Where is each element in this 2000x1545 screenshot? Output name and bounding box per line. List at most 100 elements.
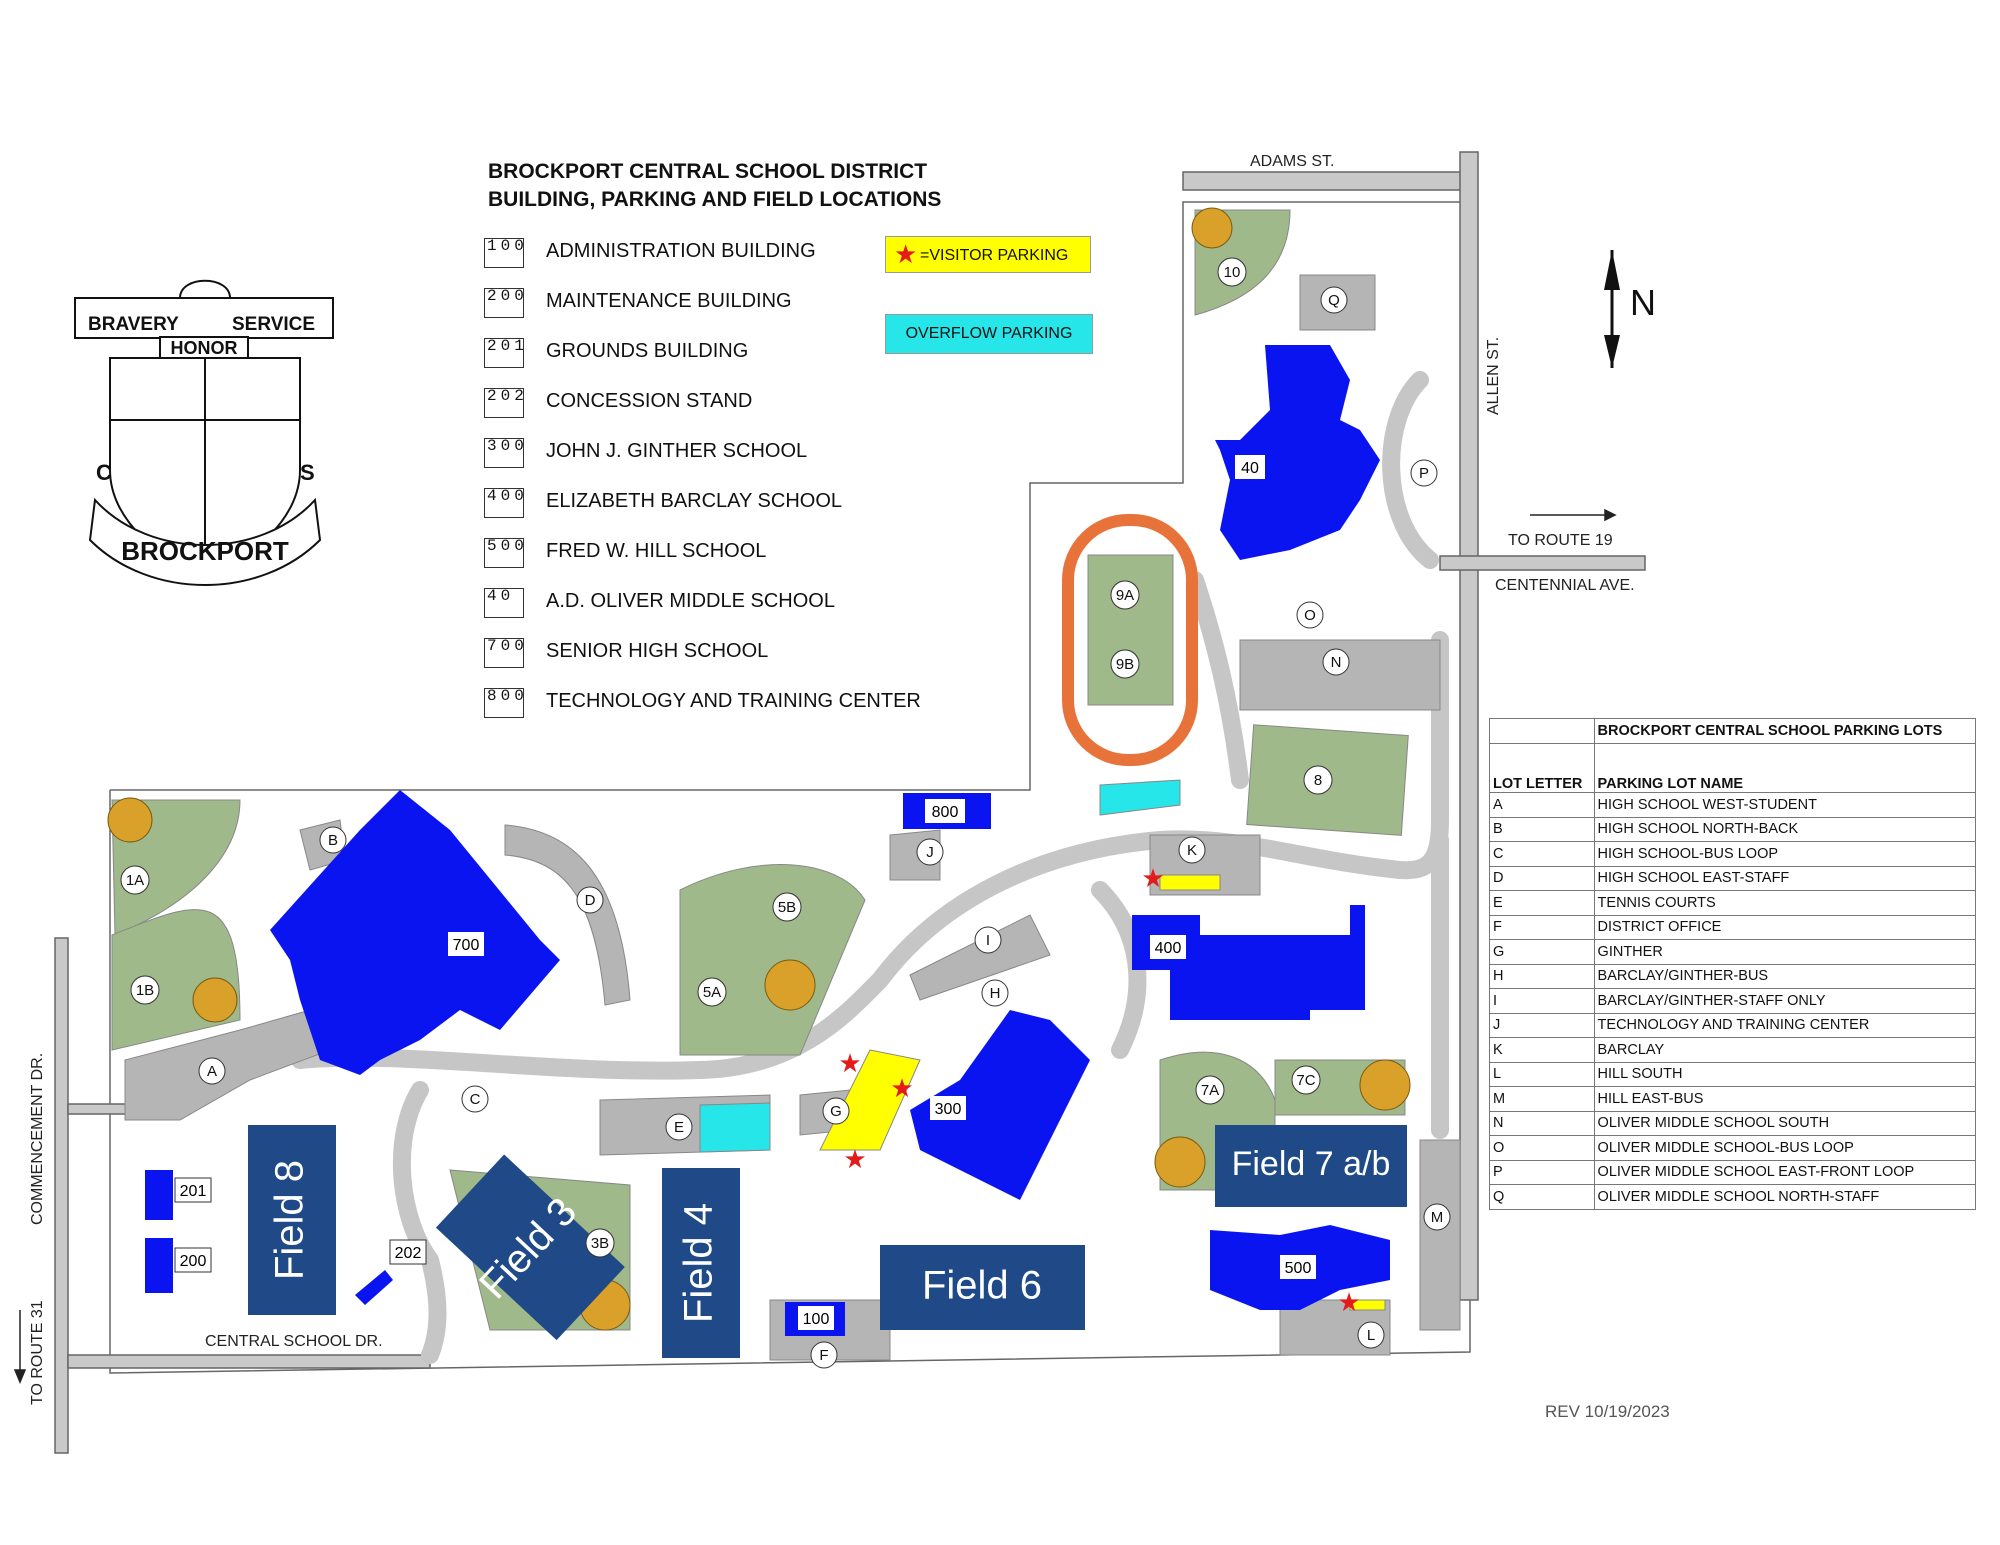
visitor-star-icon: ★ [894,239,918,269]
svg-text:H: H [990,985,1001,1002]
svg-text:M: M [1431,1209,1444,1226]
legend-code-box: 700 [484,637,524,668]
visitor-stars: ★ ★ ★ ★ ★ [838,863,1360,1317]
circle-9a: 9A [1110,580,1140,610]
visitor-parking-key: ★ =VISITOR PARKING [885,236,1091,273]
building-201 [145,1170,173,1220]
legend-code-box: 201 [484,337,524,368]
lot-letter-cell: G [1489,939,1595,965]
svg-text:400: 400 [1155,940,1182,957]
field-boxes [248,1125,1407,1358]
field-4-label: Field 4 [677,1203,721,1323]
svg-text:800: 800 [932,804,959,821]
infield-10 [1191,207,1233,249]
visitor-star-k: ★ [1141,863,1164,893]
lot-name-cell: DISTRICT OFFICE [1593,914,1977,940]
lot-name-cell: OLIVER MIDDLE SCHOOL SOUTH [1593,1110,1977,1136]
visitor-parking-label: =VISITOR PARKING [920,247,1069,264]
lot-circle-e: E [665,1113,693,1141]
lot-name-cell: HIGH SCHOOL EAST-STAFF [1593,865,1977,891]
legend-code-box: 100 [484,237,524,268]
lot-letter-cell: M [1489,1086,1595,1112]
field-3-box [435,1154,625,1341]
lot-letter-cell: Q [1489,1184,1595,1210]
legend-code: 800 [487,687,528,705]
lot-circle-o: O [1296,601,1324,629]
lot-m [1419,1139,1461,1331]
svg-text:10: 10 [1224,264,1241,281]
svg-text:Q: Q [1328,292,1340,309]
lot-circle-a: A [198,1057,226,1085]
building-40 [1215,345,1380,560]
svg-text:9A: 9A [1116,587,1134,604]
overflow-parking-key: OVERFLOW PARKING [885,314,1093,354]
crest-ribbon [88,497,322,586]
commencement-drive [54,937,69,1454]
svg-text:G: G [830,1103,842,1120]
legend-label: JOHN J. GINTHER SCHOOL [546,440,808,462]
legend-code: 202 [487,387,528,405]
legend-code: 500 [487,537,528,555]
legend-code: 300 [487,437,528,455]
lot-letter-cell: F [1489,914,1595,940]
svg-text:I: I [986,932,990,949]
lot-circle-p: P [1410,459,1438,487]
centennial-avenue [1439,555,1646,571]
legend-code: 200 [487,287,528,305]
commencement-label: COMMENCEMENT DR. [29,1053,46,1225]
svg-text:200: 200 [180,1253,207,1270]
revision-date: REV 10/19/2023 [1545,1402,1670,1421]
svg-text:C: C [470,1091,481,1108]
svg-text:7C: 7C [1296,1072,1315,1089]
visitor-star-g1: ★ [838,1048,861,1078]
svg-text:3B: 3B [591,1235,609,1252]
tag-800: 800 [925,799,965,823]
field-8-label: Field 8 [268,1160,312,1280]
lot-circle-l: L [1357,1321,1385,1349]
legend-code-box: 500 [484,537,524,568]
route31-arrow-head [13,1369,27,1384]
lot-name-cell: HIGH SCHOOL NORTH-BACK [1593,816,1977,842]
tag-40: 40 [1235,455,1265,479]
tag-400: 400 [1150,935,1186,959]
lot-circle-m: M [1423,1203,1451,1231]
lot-name-cell: HILL SOUTH [1593,1061,1977,1087]
circle-7a: 7A [1195,1075,1225,1105]
building-tags: 700 800 400 300 500 40 100 200 201 202 [174,455,1316,1330]
circle-8: 8 [1303,765,1333,795]
lot-d [504,824,631,1006]
lot-letter-cell: J [1489,1012,1595,1038]
visitor-star-l: ★ [1337,1287,1360,1317]
north-label: N [1630,282,1656,323]
field-6-label: Field 6 [922,1264,1042,1308]
allen-street-label: ALLEN ST. [1485,337,1502,415]
building-202 [355,1270,393,1305]
tag-200: 200 [174,1247,212,1273]
lot-a [124,1009,331,1121]
lot-circle-n: N [1322,648,1350,676]
legend-code-box: 800 [484,687,524,718]
adams-street-label: ADAMS ST. [1250,153,1334,170]
col-lot-letter: LOT LETTER [1489,743,1595,793]
lot-circle-j: J [916,838,944,866]
main-loop-road [291,631,1449,1080]
circle-5b: 5B [772,892,802,922]
infield-1b [192,977,238,1023]
svg-text:100: 100 [803,1311,830,1328]
building-200 [145,1238,173,1293]
tag-100: 100 [798,1306,834,1330]
legend-code-box: 400 [484,487,524,518]
lot-circle-h: H [981,979,1009,1007]
building-700 [270,790,560,1075]
visitor-lot-k [1159,874,1221,891]
lot-circle-c: C [461,1085,489,1113]
svg-text:500: 500 [1285,1260,1312,1277]
internal-roads [291,371,1449,1364]
campus-boundary [109,201,1471,1374]
circle-7c: 7C [1291,1065,1321,1095]
overflow-lot-j [1099,779,1181,816]
lot-name-cell: OLIVER MIDDLE SCHOOL EAST-FRONT LOOP [1593,1159,1977,1185]
